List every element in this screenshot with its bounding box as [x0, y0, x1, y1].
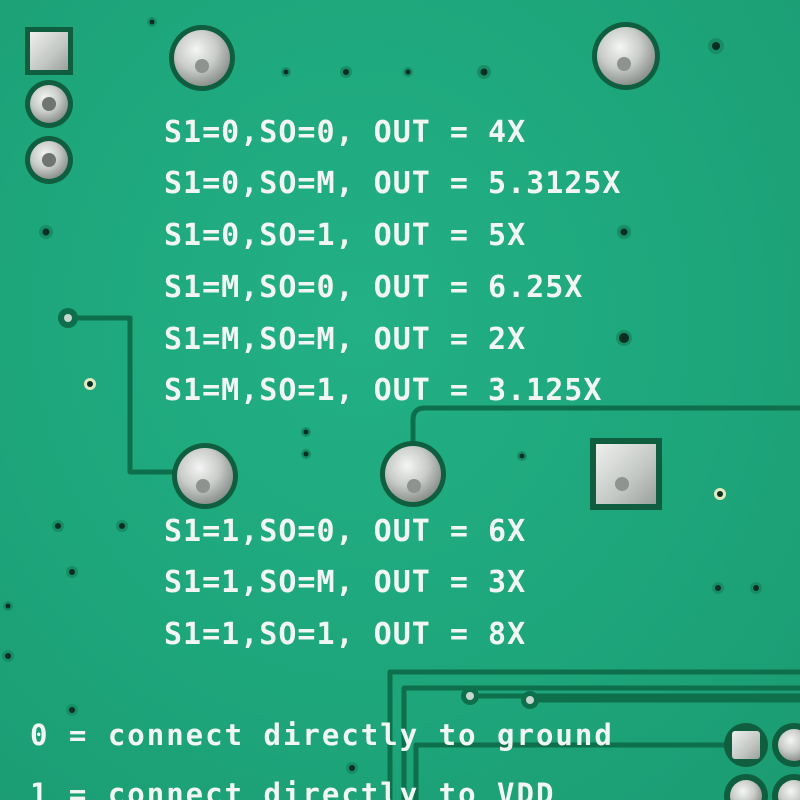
via — [477, 65, 491, 79]
trace-left — [65, 315, 208, 475]
via — [714, 488, 726, 500]
via — [281, 67, 291, 77]
header-pin-bottom-4 — [772, 774, 800, 800]
via — [712, 582, 724, 594]
via — [517, 451, 527, 461]
via — [301, 449, 311, 459]
config-line-2: S1=0,SO=M, OUT = 5.3125X — [164, 166, 622, 201]
via — [116, 520, 128, 532]
header-pin-round-1 — [25, 80, 73, 128]
trace-end-pad-holes — [64, 314, 534, 704]
via — [708, 38, 724, 54]
trace-bottom-1 — [387, 669, 800, 800]
config-line-3: S1=0,SO=1, OUT = 5X — [164, 218, 527, 253]
pad-square-right — [590, 438, 662, 510]
via — [39, 225, 53, 239]
trace-bottom-5 — [413, 742, 743, 800]
legend-line-0: 0 = connect directly to ground — [30, 718, 614, 752]
config-line-1: S1=0,SO=0, OUT = 4X — [164, 115, 527, 150]
via — [3, 601, 13, 611]
via — [750, 582, 762, 594]
header-pin-bottom-2 — [772, 723, 800, 767]
via — [147, 17, 157, 27]
via — [2, 650, 14, 662]
via — [52, 520, 64, 532]
via — [66, 704, 78, 716]
via — [616, 330, 632, 346]
pad-mid-center — [380, 441, 446, 507]
via — [617, 225, 631, 239]
header-pin-square — [25, 27, 73, 75]
pad-top-left — [169, 25, 235, 91]
pad-mid-left — [172, 443, 238, 509]
header-pin-bottom-3 — [724, 774, 768, 800]
via — [346, 762, 358, 774]
via — [301, 427, 311, 437]
config-line-4: S1=M,SO=0, OUT = 6.25X — [164, 270, 584, 305]
config-line-7: S1=1,SO=0, OUT = 6X — [164, 514, 527, 549]
vias — [2, 17, 762, 774]
via — [403, 67, 413, 77]
config-line-5: S1=M,SO=M, OUT = 2X — [164, 322, 527, 357]
config-line-8: S1=1,SO=M, OUT = 3X — [164, 565, 527, 600]
pad-top-right — [592, 22, 660, 90]
via — [66, 566, 78, 578]
via — [84, 378, 96, 390]
header-pin-bottom-1 — [724, 723, 768, 767]
config-line-9: S1=1,SO=1, OUT = 8X — [164, 617, 527, 652]
legend-line-1: 1 = connect directly to VDD — [30, 777, 556, 800]
via — [340, 66, 352, 78]
config-line-6: S1=M,SO=1, OUT = 3.125X — [164, 373, 603, 408]
header-pin-round-2 — [25, 136, 73, 184]
trace-top-right — [410, 405, 800, 473]
trace-bottom-2 — [401, 685, 800, 800]
